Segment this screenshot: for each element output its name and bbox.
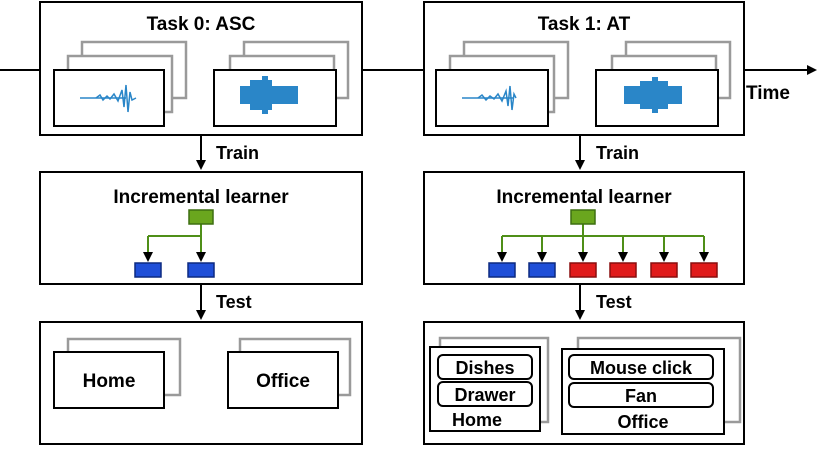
tag-box <box>568 354 714 380</box>
tag-box <box>437 381 533 407</box>
task-0-network-tree <box>134 209 215 278</box>
task-1-learner-label: Incremental learner <box>496 187 672 208</box>
task-0-clip-stack-b <box>213 40 350 127</box>
tag-box <box>437 354 533 380</box>
tag-dishes: Dishes <box>455 358 514 378</box>
time-label: Time <box>746 83 790 104</box>
tag-box <box>568 382 714 408</box>
output-label-office: Office <box>617 412 668 432</box>
root-node <box>188 209 214 225</box>
new-class-head <box>569 262 597 278</box>
task-1-title: Task 1: AT <box>538 14 631 35</box>
task-1-network-tree <box>488 209 718 278</box>
new-class-head <box>650 262 678 278</box>
task-1-clip-stack-a <box>435 40 570 127</box>
old-class-head <box>528 262 556 278</box>
waveform-icon <box>462 85 517 111</box>
waveform-icon <box>240 76 298 114</box>
waveform-icon <box>80 84 137 113</box>
task-0-title: Task 0: ASC <box>147 14 256 35</box>
old-class-head <box>488 262 516 278</box>
tag-drawer: Drawer <box>454 385 515 405</box>
timeline: Time <box>0 65 817 104</box>
old-class-head <box>134 262 162 278</box>
new-class-head <box>690 262 718 278</box>
task-1-train-label: Train <box>596 143 639 163</box>
output-label-home: Home <box>83 371 136 392</box>
root-node <box>570 209 596 225</box>
waveform-icon <box>624 77 682 113</box>
task-0-column: Task 0: ASC Train Incre <box>39 1 363 445</box>
task-0-output-office: Office <box>227 337 352 409</box>
new-class-head <box>609 262 637 278</box>
old-class-head <box>187 262 215 278</box>
task-0-learner-label: Incremental learner <box>113 187 289 208</box>
tag-fan: Fan <box>625 386 657 406</box>
task-1-test-label: Test <box>596 292 632 312</box>
task-1-column: Task 1: AT Train Incremental learner <box>423 1 745 445</box>
task-0-clip-stack-a <box>53 40 188 127</box>
task-1-clip-stack-b <box>595 40 732 127</box>
output-label-home: Home <box>452 410 502 430</box>
tag-mouse-click: Mouse click <box>590 358 693 378</box>
task-0-train-label: Train <box>216 143 259 163</box>
task-1-output-home: Dishes Drawer Home <box>429 336 550 432</box>
task-1-output-office: Mouse click Fan Office <box>561 336 742 435</box>
task-0-output-home: Home <box>53 337 182 409</box>
output-label-office: Office <box>256 371 310 392</box>
task-0-test-label: Test <box>216 292 252 312</box>
